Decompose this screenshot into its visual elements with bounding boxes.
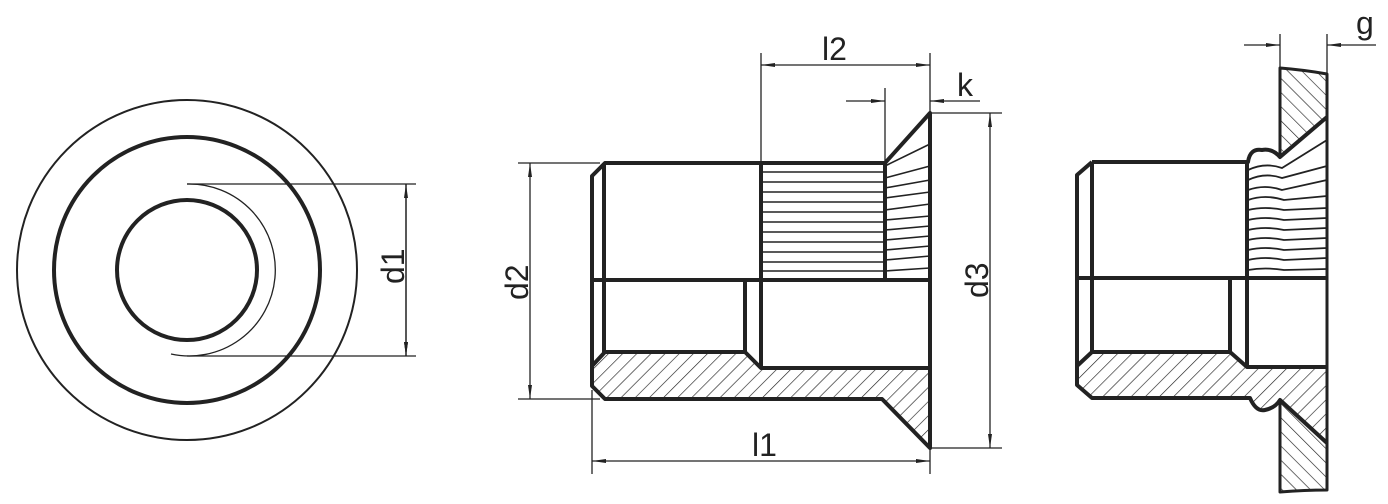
bore-circle	[115, 198, 259, 342]
plate-lower	[1280, 400, 1327, 492]
thread-arc	[170, 183, 276, 357]
d2-label: d2	[499, 264, 535, 300]
g-label: g	[1356, 5, 1374, 41]
d3-label: d3	[959, 262, 995, 298]
l1-label: l1	[752, 427, 777, 463]
section-view: d2 d3 l1 l2 k	[499, 31, 1002, 474]
l2-label: l2	[822, 31, 847, 67]
rivet-nut-outline	[590, 111, 932, 450]
end-view: d1	[16, 99, 416, 441]
nut-upper-outline	[1092, 115, 1329, 164]
hatched-wall	[592, 352, 930, 448]
d1-label: d1	[375, 248, 411, 284]
plate-upper	[1280, 68, 1327, 157]
nut-lower-outline	[1075, 160, 1329, 445]
bore-edge	[590, 350, 930, 370]
k-label: k	[957, 67, 974, 103]
head-outer-circle	[16, 99, 358, 441]
body-outer-circle	[52, 135, 322, 405]
installed-view: g	[1075, 5, 1376, 494]
knurl-lines	[761, 143, 931, 272]
deformed-knurl-lines	[1247, 139, 1328, 271]
bore-edge	[1075, 350, 1327, 369]
plate-outline	[1278, 66, 1329, 494]
